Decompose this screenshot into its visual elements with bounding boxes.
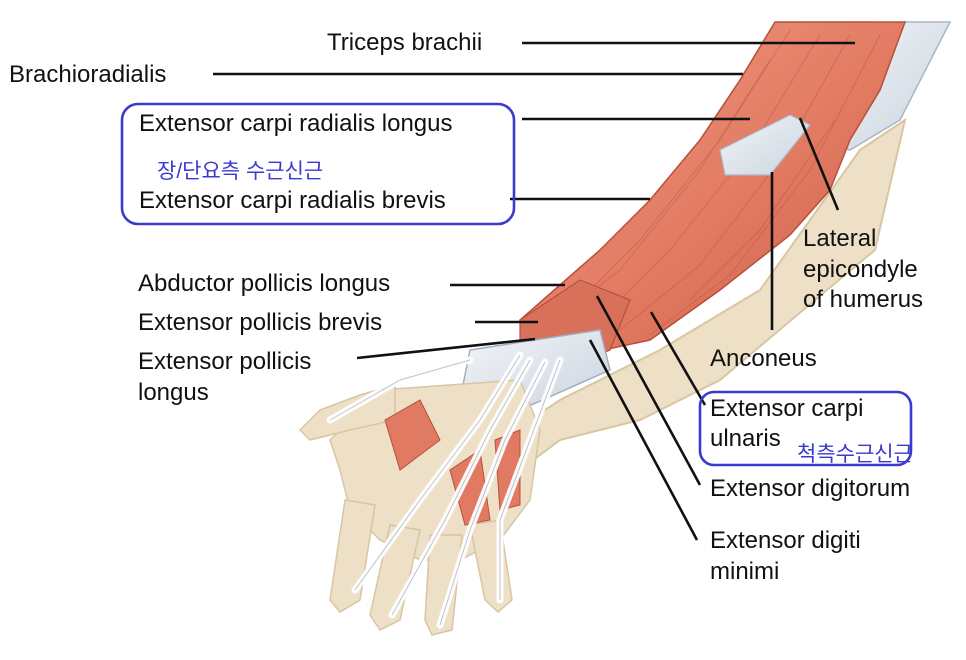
leader-lines	[213, 41, 855, 541]
label-lateral-epicondyle-line-1: Lateral	[803, 225, 876, 252]
label-korean-radialis: 장/단요측 수근신근	[157, 160, 323, 183]
radialis-annotation-box	[120, 102, 516, 226]
label-extensor-digiti-minimi-line-1: Extensor digiti	[710, 527, 861, 554]
label-extensor-digitorum: Extensor digitorum	[710, 475, 910, 502]
hand-muscle-1	[384, 399, 441, 471]
leader-lateral-epicondyle	[798, 117, 840, 211]
epicondyle-tendon-shape	[719, 114, 811, 176]
label-extensor-pollicis-longus-line-1: Extensor pollicis	[138, 348, 311, 375]
label-korean-ulnaris: 척측수근신근	[797, 443, 913, 466]
leader-epl	[356, 337, 536, 360]
leader-ed	[595, 295, 702, 486]
label-lateral-epicondyle-line-3: of humerus	[803, 286, 923, 313]
leader-ecu	[649, 311, 707, 406]
label-brachioradialis: Brachioradialis	[9, 61, 166, 88]
label-lateral-epicondyle-line-2: epicondyle	[803, 256, 918, 283]
leader-edm	[588, 339, 699, 541]
label-extensor-digiti-minimi-line-2: minimi	[710, 558, 779, 585]
labels: Triceps brachii Brachioradialis Extensor…	[9, 29, 923, 585]
label-anconeus: Anconeus	[710, 345, 817, 372]
label-extensor-carpi-ulnaris-line-1: Extensor carpi	[710, 395, 863, 422]
arm-artwork	[298, 21, 952, 636]
label-extensor-carpi-radialis-longus: Extensor carpi radialis longus	[139, 110, 453, 137]
label-extensor-pollicis-brevis: Extensor pollicis brevis	[138, 309, 382, 336]
label-extensor-carpi-radialis-brevis: Extensor carpi radialis brevis	[139, 187, 446, 214]
label-triceps-brachii: Triceps brachii	[327, 29, 482, 56]
label-extensor-carpi-ulnaris-line-2: ulnaris	[710, 425, 781, 452]
ulnaris-annotation-box	[698, 390, 913, 467]
label-extensor-pollicis-longus-line-2: longus	[138, 379, 209, 406]
finger-tendon-outlines	[329, 354, 561, 626]
label-abductor-pollicis-longus: Abductor pollicis longus	[138, 270, 390, 297]
